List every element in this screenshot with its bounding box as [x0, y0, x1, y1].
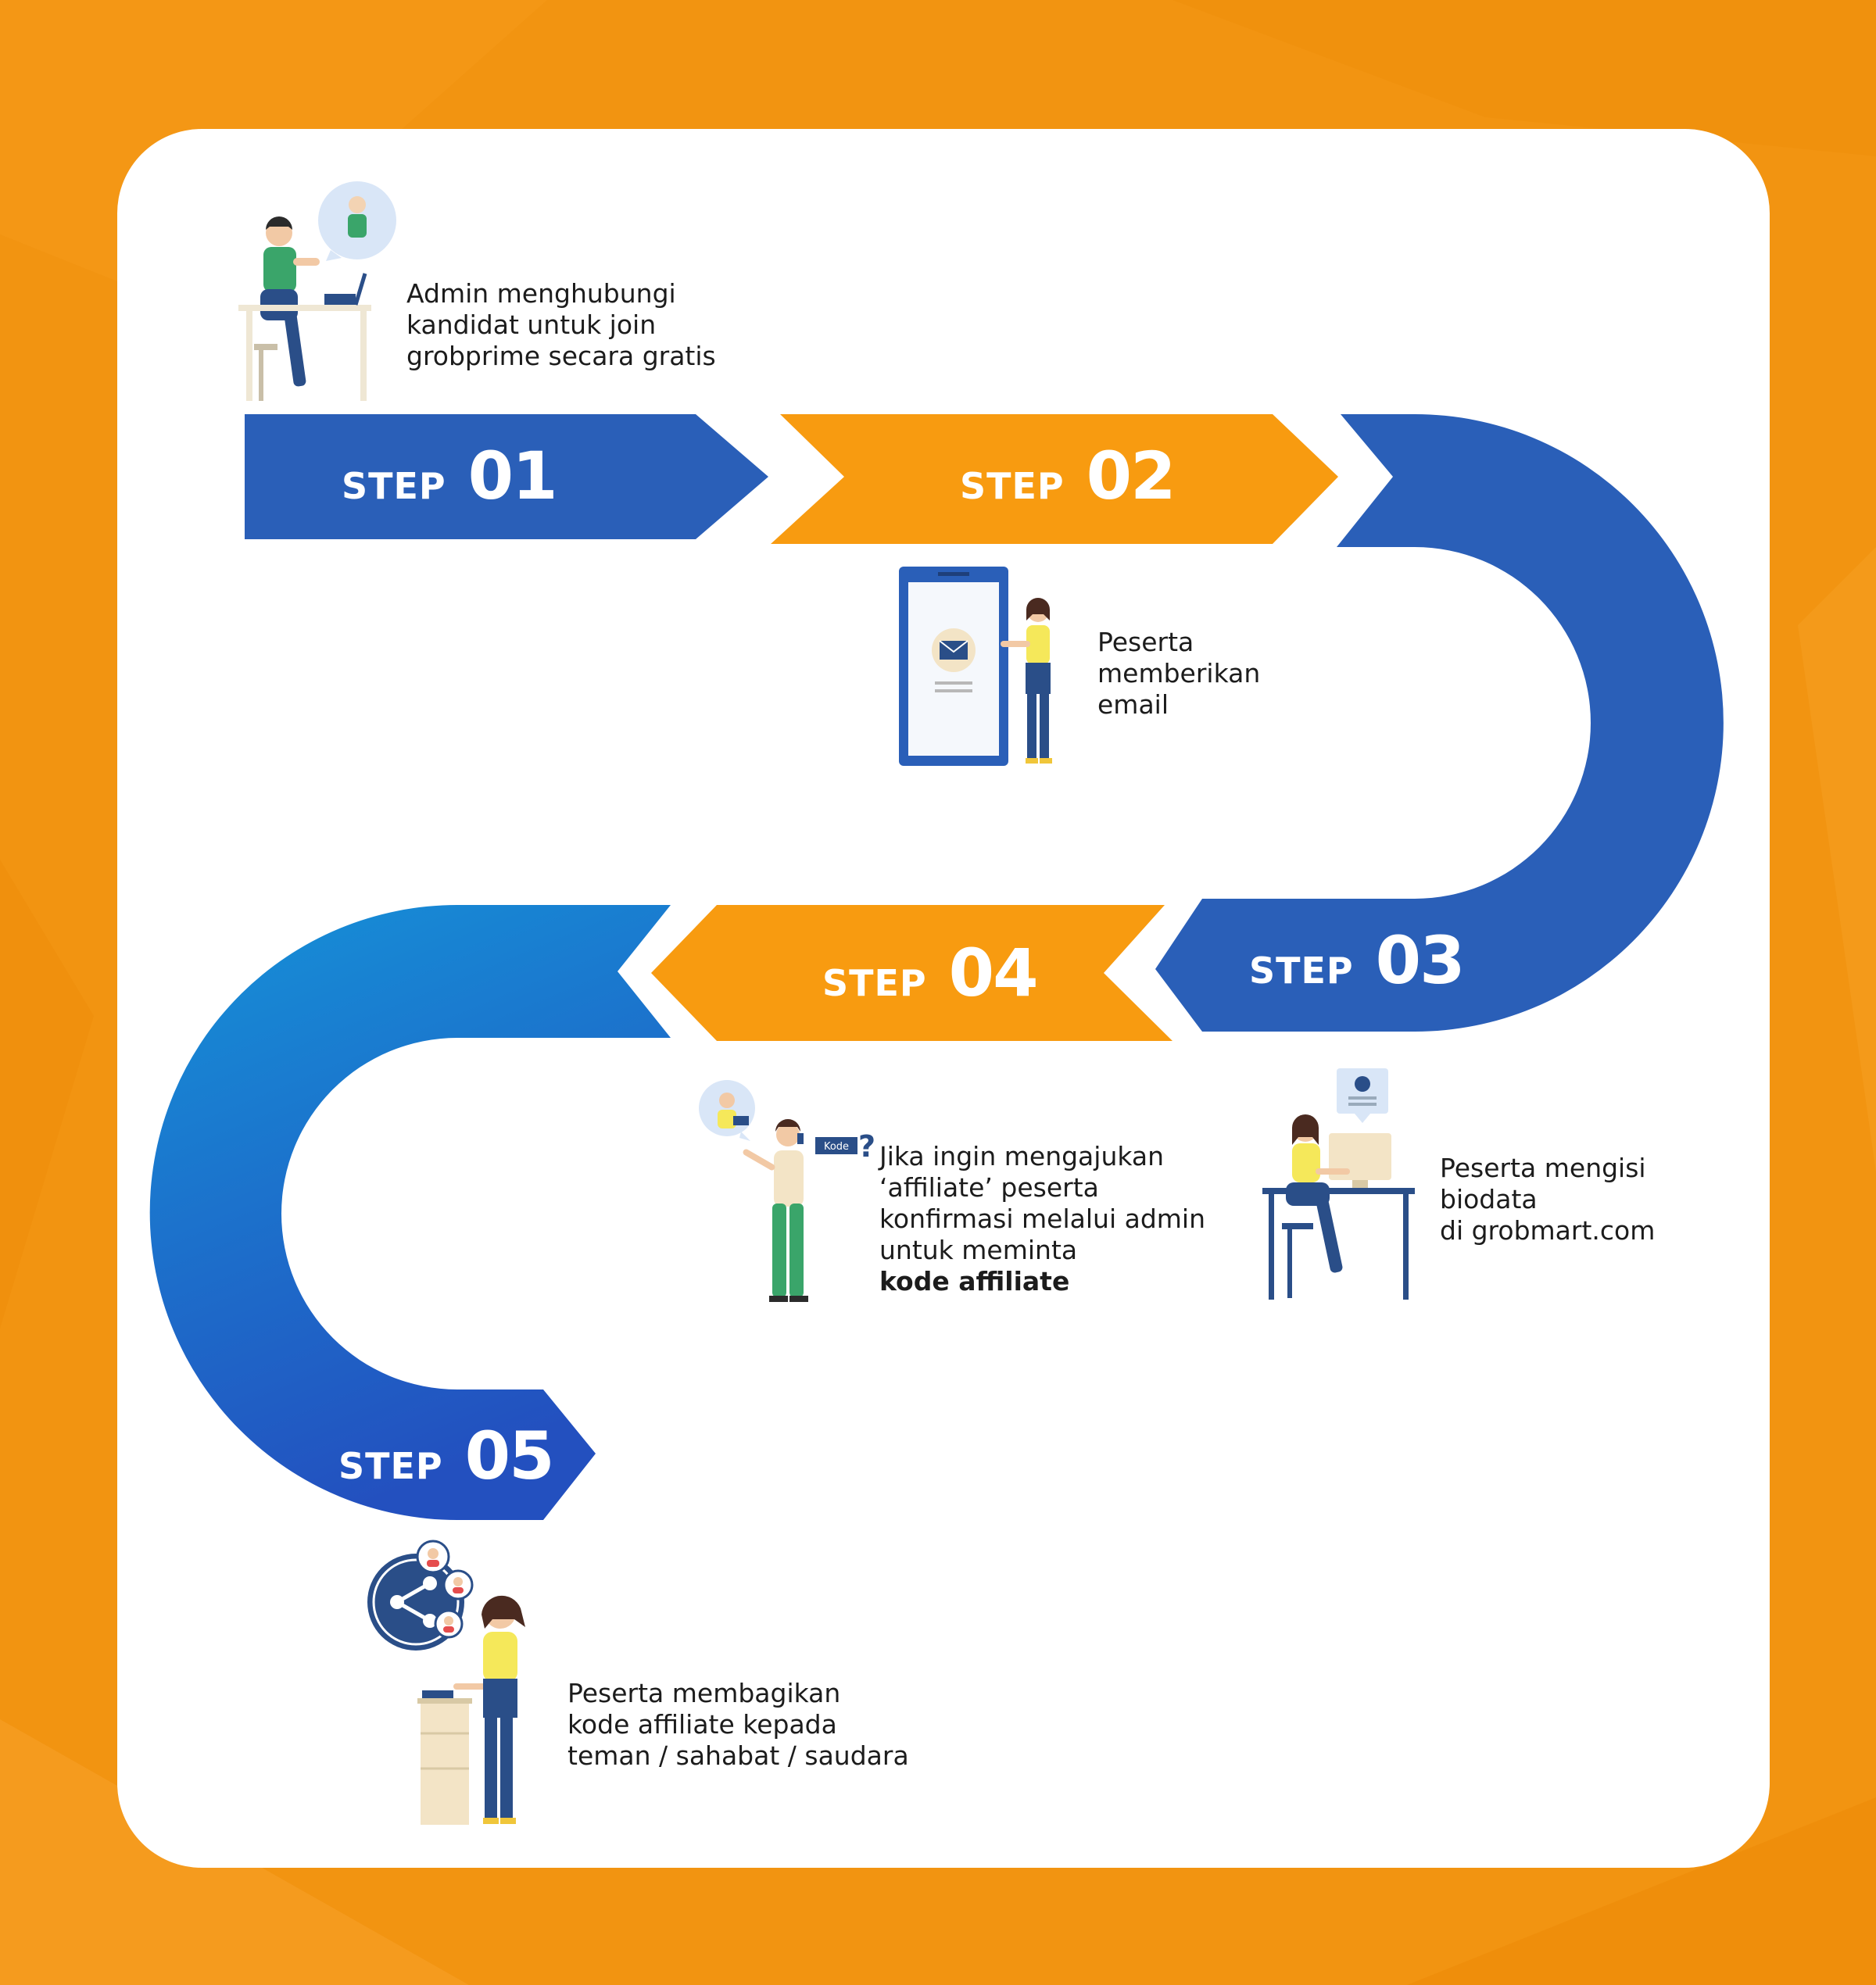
woman-at-computer-illustration	[1262, 1068, 1415, 1300]
share-icon	[390, 1576, 437, 1628]
step-number: 05	[464, 1418, 555, 1494]
step-03-label: STEP 03	[1249, 922, 1466, 999]
step-number: 04	[948, 935, 1039, 1011]
step-word: STEP	[342, 465, 446, 507]
step-number: 03	[1375, 922, 1466, 999]
step-number: 02	[1086, 438, 1176, 514]
step-01-arrow	[245, 414, 768, 539]
step-02-label: STEP 02	[960, 438, 1176, 514]
step-word: STEP	[822, 962, 927, 1004]
step-word: STEP	[338, 1445, 443, 1487]
step-05-description: Peserta membagikan kode affiliate kepada…	[567, 1678, 909, 1771]
step-02-description: Peserta memberikan email	[1097, 627, 1261, 720]
step-word: STEP	[960, 465, 1065, 507]
step-02-arrow	[771, 414, 1338, 544]
man-on-phone-with-code-illustration: Kode ?	[699, 1080, 875, 1302]
step-word: STEP	[1249, 950, 1354, 992]
step-03-curve-arrow	[1155, 414, 1724, 1032]
step-01-label: STEP 01	[342, 438, 558, 514]
customer-service-agent-illustration	[238, 181, 396, 401]
step-number: 01	[467, 438, 558, 514]
step-01-description: Admin menghubungi kandidat untuk join gr…	[406, 278, 716, 371]
kode-tag-text: Kode	[824, 1141, 849, 1153]
step-03-description: Peserta mengisi biodata di grobmart.com	[1440, 1153, 1656, 1246]
question-mark-icon: ?	[858, 1129, 875, 1164]
woman-with-email-phone-illustration	[899, 567, 1052, 766]
step-04-arrow	[651, 905, 1172, 1041]
step-05-curve-arrow	[149, 905, 671, 1520]
step-04-label: STEP 04	[822, 935, 1039, 1011]
woman-sharing-illustration	[367, 1540, 525, 1825]
step-05-label: STEP 05	[338, 1418, 555, 1494]
step-04-description: Jika ingin mengajukan ‘affiliate’ pesert…	[879, 1141, 1206, 1297]
